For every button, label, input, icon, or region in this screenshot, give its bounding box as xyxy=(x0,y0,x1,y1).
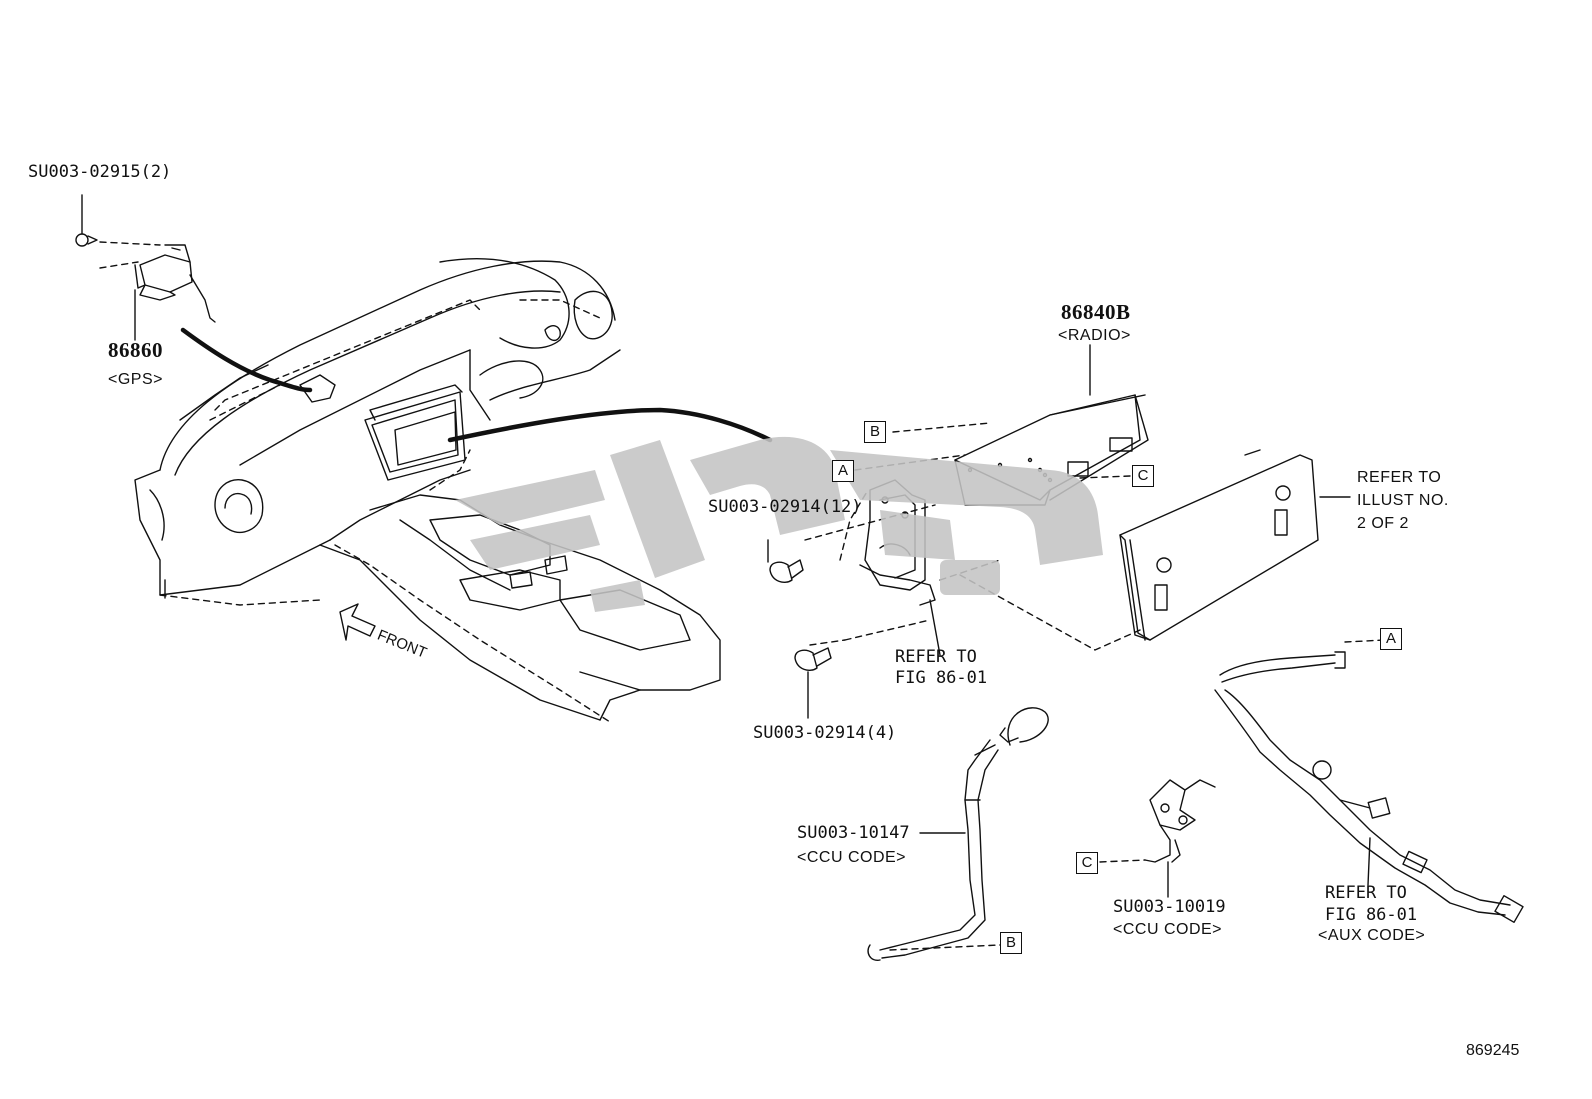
marker-c-radio: C xyxy=(1132,465,1154,487)
dashboard-drawing xyxy=(134,257,721,723)
screw-su003-02914-12 xyxy=(769,559,804,583)
radio-harness-cable xyxy=(447,407,773,443)
part-desc-gps: <GPS> xyxy=(108,371,163,388)
screw-su003-02915 xyxy=(75,233,98,247)
part-number-86840b: 86840B xyxy=(1061,300,1131,324)
gps-antenna-cable xyxy=(180,327,313,393)
marker-a-aux: A xyxy=(1380,628,1402,650)
refer-fig-86-01-aux-line1: REFER TO xyxy=(1325,883,1407,903)
marker-b-radio: B xyxy=(864,421,886,443)
refer-illust-line1: REFER TO xyxy=(1357,469,1442,486)
part-desc-aux-code: <AUX CODE> xyxy=(1318,927,1426,944)
watermark-logo xyxy=(455,436,1103,612)
screw-su003-02914-4 xyxy=(794,647,832,671)
refer-illust-line3: 2 OF 2 xyxy=(1357,515,1409,532)
ccu-switch-10019-drawing xyxy=(1144,779,1216,863)
part-number-su003-02914-4: SU003-02914(4) xyxy=(753,723,897,743)
gps-antenna-connector xyxy=(299,374,336,403)
aux-cable-drawing xyxy=(1214,651,1524,923)
part-desc-ccu-code-1: <CCU CODE> xyxy=(797,849,907,866)
part-number-su003-02915: SU003-02915(2) xyxy=(28,162,172,182)
illustration-id: 869245 xyxy=(1466,1042,1520,1059)
marker-a-radio: A xyxy=(832,460,854,482)
refer-fig-86-01-aux-line2: FIG 86-01 xyxy=(1325,905,1418,925)
refer-fig-86-01-bracket-line2: FIG 86-01 xyxy=(895,668,988,688)
gps-module-drawing xyxy=(99,241,216,323)
refer-fig-86-01-bracket-line1: REFER TO xyxy=(895,647,977,667)
ccu-cable-10147-drawing xyxy=(867,707,1049,961)
marker-b-cable: B xyxy=(1000,932,1022,954)
front-arrow xyxy=(339,603,376,641)
part-number-86860: 86860 xyxy=(108,338,163,362)
part-desc-ccu-code-2: <CCU CODE> xyxy=(1113,921,1223,938)
marker-c-switch: C xyxy=(1076,852,1098,874)
audio-control-panel-drawing xyxy=(1119,449,1319,641)
part-number-su003-10019: SU003-10019 xyxy=(1113,897,1226,917)
part-number-su003-02914-12: SU003-02914(12) xyxy=(708,497,862,517)
part-desc-radio: <RADIO> xyxy=(1058,327,1131,344)
refer-illust-line2: ILLUST NO. xyxy=(1357,492,1449,509)
part-number-su003-10147: SU003-10147 xyxy=(797,823,910,843)
